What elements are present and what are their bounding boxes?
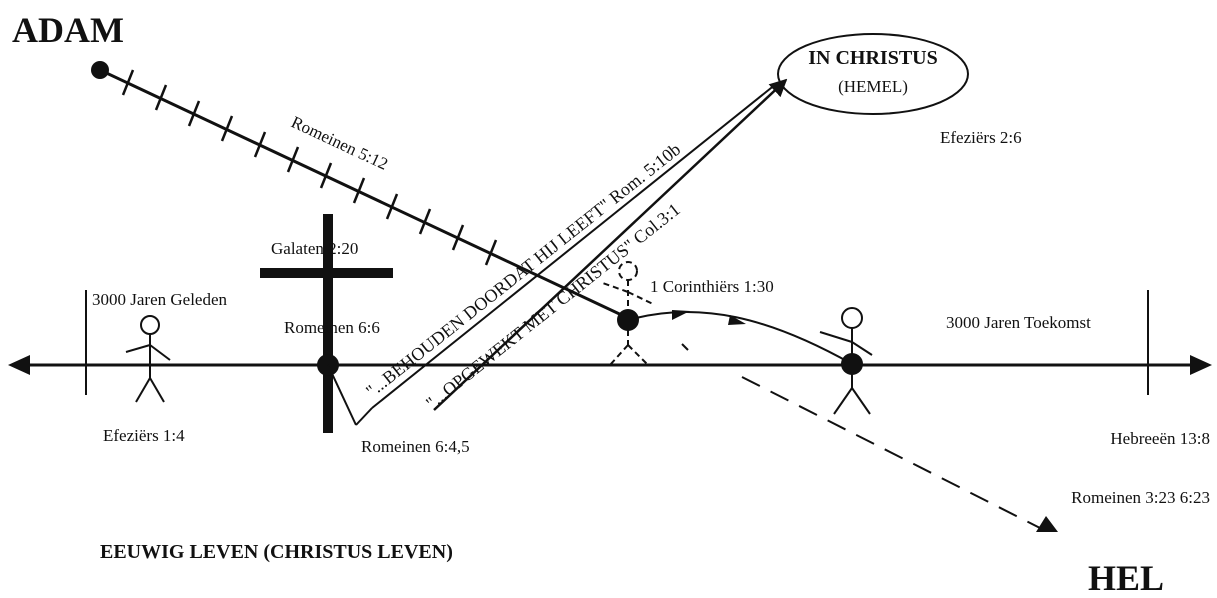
label-efeziers-2-6: Efeziërs 2:6 xyxy=(940,128,1022,147)
timeline-axis xyxy=(8,290,1212,395)
label-corinthiers-1-30: 1 Corinthiërs 1:30 xyxy=(650,277,774,296)
label-romeinen-3-23: Romeinen 3:23 6:23 xyxy=(1071,488,1210,507)
label-romeinen-6-4-5: Romeinen 6:4,5 xyxy=(361,437,470,456)
heaven-subtitle: (HEMEL) xyxy=(838,77,908,96)
resurrection-path xyxy=(327,78,788,426)
label-hebreeen-13-8: Hebreeën 13:8 xyxy=(1110,429,1210,448)
title-adam: ADAM xyxy=(12,10,124,50)
stick-figure-old-self xyxy=(599,261,656,366)
stick-figure-future xyxy=(819,307,873,415)
heaven-title: IN CHRISTUS xyxy=(808,47,937,69)
title-eternal-life: EEUWIG LEVEN (CHRISTUS LEVEN) xyxy=(100,541,453,563)
heaven-ellipse: IN CHRISTUS (HEMEL) xyxy=(777,33,969,115)
title-hel: HEL xyxy=(1088,558,1164,598)
label-galaten-2-20: Galaten 2:20 xyxy=(271,239,358,258)
label-3000-jaren-geleden: 3000 Jaren Geleden xyxy=(92,290,228,309)
label-romeinen-6-6: Romeinen 6:6 xyxy=(284,318,380,337)
label-efeziers-1-4: Efeziërs 1:4 xyxy=(103,426,185,445)
label-3000-jaren-toekomst: 3000 Jaren Toekomst xyxy=(946,313,1091,332)
adam-line xyxy=(91,61,629,320)
path-to-hell xyxy=(681,343,1058,532)
stick-figure-past xyxy=(125,315,171,403)
